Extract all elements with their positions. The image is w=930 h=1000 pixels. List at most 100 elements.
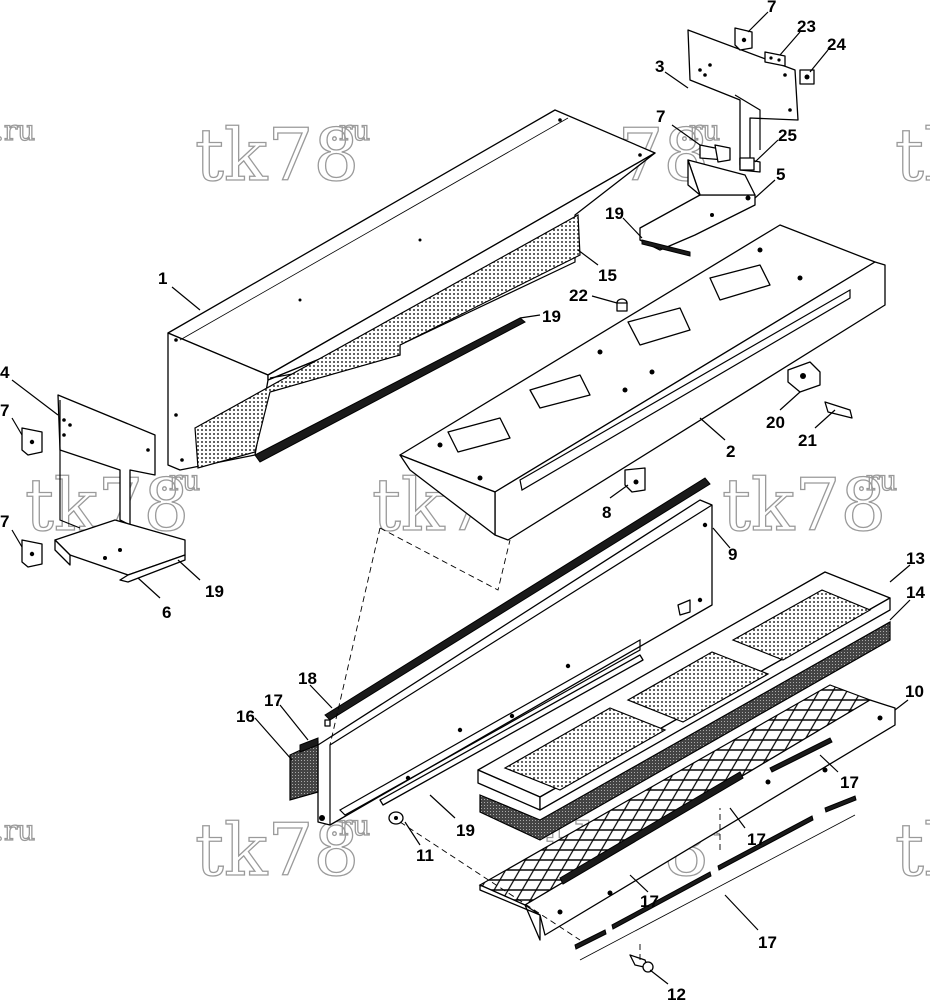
leader-17d bbox=[629, 874, 649, 893]
watermark-main: tk78 bbox=[722, 463, 886, 547]
callout-label-6: 6 bbox=[162, 603, 171, 622]
part-7-clip-left-top bbox=[21, 427, 43, 456]
leader-14 bbox=[889, 599, 911, 621]
callout-label-3: 3 bbox=[655, 57, 664, 76]
part-20-latch bbox=[787, 361, 821, 393]
leader-19c bbox=[177, 559, 201, 581]
watermark-suffix: .ru bbox=[0, 114, 35, 147]
leader-17e bbox=[724, 894, 759, 931]
leader-16 bbox=[254, 717, 293, 761]
leader-5 bbox=[754, 179, 776, 199]
part-7-clip-left-bottom bbox=[21, 539, 43, 568]
watermark-main: tk78 bbox=[195, 113, 359, 197]
callout-label-7: 7 bbox=[656, 107, 665, 126]
part-15-cover-mesh bbox=[194, 214, 581, 469]
watermark: tk78 .ru bbox=[721, 462, 898, 547]
callout-label-17: 17 bbox=[264, 691, 283, 710]
callout-label-15: 15 bbox=[598, 266, 617, 285]
watermark: tk78 .ru bbox=[194, 112, 371, 197]
callout-label-22: 22 bbox=[569, 286, 588, 305]
leader-6 bbox=[137, 577, 161, 599]
watermark-main: tk78 bbox=[895, 113, 930, 197]
part-10-grille-tray bbox=[478, 684, 896, 941]
leader-10 bbox=[894, 699, 909, 711]
part-19-seal-strip-bracket5 bbox=[641, 239, 691, 257]
leader-15 bbox=[577, 249, 599, 266]
leader-3 bbox=[664, 71, 689, 89]
part-12-screw bbox=[629, 954, 654, 973]
callout-label-7: 7 bbox=[0, 512, 9, 531]
leader-25 bbox=[754, 139, 779, 163]
watermark: .ru bbox=[0, 813, 36, 847]
callout-label-20: 20 bbox=[766, 413, 785, 432]
part-17-felt-strip-grille bbox=[559, 737, 833, 885]
watermark-main: tk78 bbox=[895, 808, 930, 892]
callout-label-19: 19 bbox=[205, 582, 224, 601]
leader-11 bbox=[404, 821, 421, 846]
leader-7b bbox=[11, 417, 23, 436]
leader-7d bbox=[671, 124, 701, 146]
leader-17b bbox=[819, 754, 839, 773]
part-13-filter-frame bbox=[477, 571, 891, 811]
callout-label-7: 7 bbox=[767, 0, 776, 16]
watermark: tk78 bbox=[894, 807, 930, 892]
leader-7a bbox=[747, 11, 769, 33]
watermark: tk78 bbox=[894, 112, 930, 197]
part-19-seal-strip-panel bbox=[379, 654, 644, 806]
watermark-suffix: .ru bbox=[330, 114, 370, 147]
callout-label-19: 19 bbox=[542, 307, 561, 326]
callout-label-9: 9 bbox=[728, 545, 737, 564]
leader-17c bbox=[729, 807, 746, 829]
leader-21 bbox=[814, 409, 836, 429]
part-7-clip-top bbox=[734, 27, 753, 51]
part-7-clip-right-mid bbox=[714, 144, 731, 163]
part-2-base-tray bbox=[399, 224, 886, 541]
leader-12 bbox=[649, 969, 669, 985]
watermark-suffix: .ru bbox=[0, 814, 35, 847]
leader-19a bbox=[622, 217, 643, 239]
part-14-filter-pad bbox=[479, 620, 891, 841]
leader-9 bbox=[712, 527, 731, 549]
part-25-plate bbox=[739, 157, 755, 171]
callout-label-23: 23 bbox=[797, 17, 816, 36]
callout-label-8: 8 bbox=[602, 503, 611, 522]
callout-leaders bbox=[11, 11, 911, 985]
callout-label-25: 25 bbox=[778, 126, 797, 145]
callout-label-1: 1 bbox=[158, 269, 167, 288]
leader-18 bbox=[309, 684, 333, 709]
callout-label-4: 4 bbox=[0, 363, 10, 382]
callout-label-17: 17 bbox=[747, 830, 766, 849]
leader-2 bbox=[699, 417, 726, 441]
part-23-plate bbox=[764, 51, 786, 67]
leader-17a bbox=[279, 704, 309, 741]
callout-label-10: 10 bbox=[905, 682, 924, 701]
part-6-lower-bracket-left bbox=[54, 519, 186, 583]
callout-label-17: 17 bbox=[840, 773, 859, 792]
callout-label-18: 18 bbox=[298, 669, 317, 688]
leader-4 bbox=[11, 379, 59, 416]
callout-label-21: 21 bbox=[798, 431, 817, 450]
callout-label-19: 19 bbox=[456, 821, 475, 840]
leader-24 bbox=[809, 49, 829, 73]
callout-label-17: 17 bbox=[640, 892, 659, 911]
callout-label-19: 19 bbox=[605, 204, 624, 223]
callout-label-17: 17 bbox=[758, 933, 777, 952]
leader-22 bbox=[591, 295, 618, 304]
watermark-suffix: .ru bbox=[680, 114, 720, 147]
watermark-suffix: .ru bbox=[857, 464, 897, 497]
part-8-clip bbox=[624, 467, 646, 493]
callout-label-11: 11 bbox=[416, 846, 434, 865]
part-22-fastener bbox=[616, 298, 628, 312]
assembly-lines bbox=[329, 527, 721, 960]
callout-label-2: 2 bbox=[726, 442, 735, 461]
callout-label-24: 24 bbox=[827, 35, 846, 54]
part-17-felt-strip-loose bbox=[574, 795, 857, 961]
callout-label-14: 14 bbox=[906, 583, 925, 602]
callout-label-16: 16 bbox=[236, 707, 255, 726]
part-18-top-seal bbox=[324, 477, 711, 727]
part-19-seal-strip-lower bbox=[254, 317, 526, 463]
callout-label-7: 7 bbox=[0, 401, 9, 420]
watermark: tk78 .ru bbox=[194, 807, 371, 892]
